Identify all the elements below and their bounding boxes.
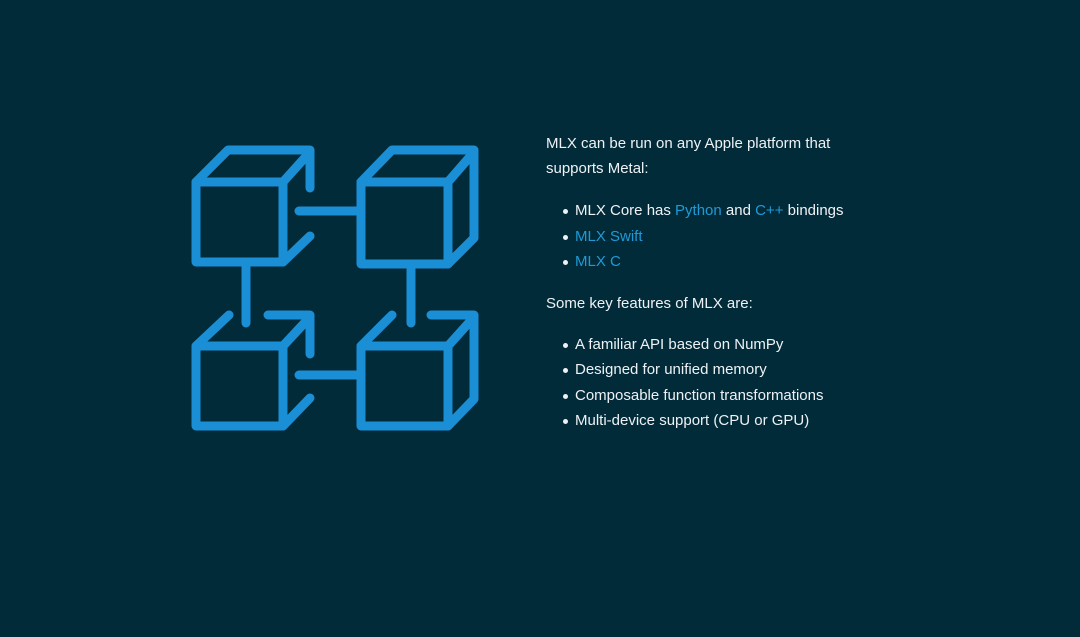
list-item-mlx-core: MLX Core has Python and C++ bindings [546,198,876,224]
content-panel: MLX can be run on any Apple platform tha… [546,131,876,450]
item-text: bindings [783,202,844,219]
features-list: A familiar API based on NumPy Designed f… [546,332,876,434]
mlx-c-link[interactable]: MLX C [575,253,621,270]
feature-item: A familiar API based on NumPy [546,332,876,358]
connected-cubes-icon [191,145,479,431]
python-link[interactable]: Python [675,202,722,219]
list-item-mlx-swift: MLX Swift [546,224,876,250]
features-intro: Some key features of MLX are: [546,294,753,312]
feature-item: Composable function transformations [546,383,876,409]
item-text: and [721,202,756,219]
mlx-swift-link[interactable]: MLX Swift [575,227,643,245]
feature-item: Multi-device support (CPU or GPU) [546,408,876,434]
feature-item: Designed for unified memory [546,357,876,383]
item-text: MLX Core has [575,202,676,219]
list-item-mlx-c: MLX C [546,249,876,275]
cpp-link[interactable]: C++ [755,202,784,219]
platforms-list: MLX Core has Python and C++ bindings MLX… [546,198,876,275]
platforms-intro: MLX can be run on any Apple platform tha… [546,135,831,177]
